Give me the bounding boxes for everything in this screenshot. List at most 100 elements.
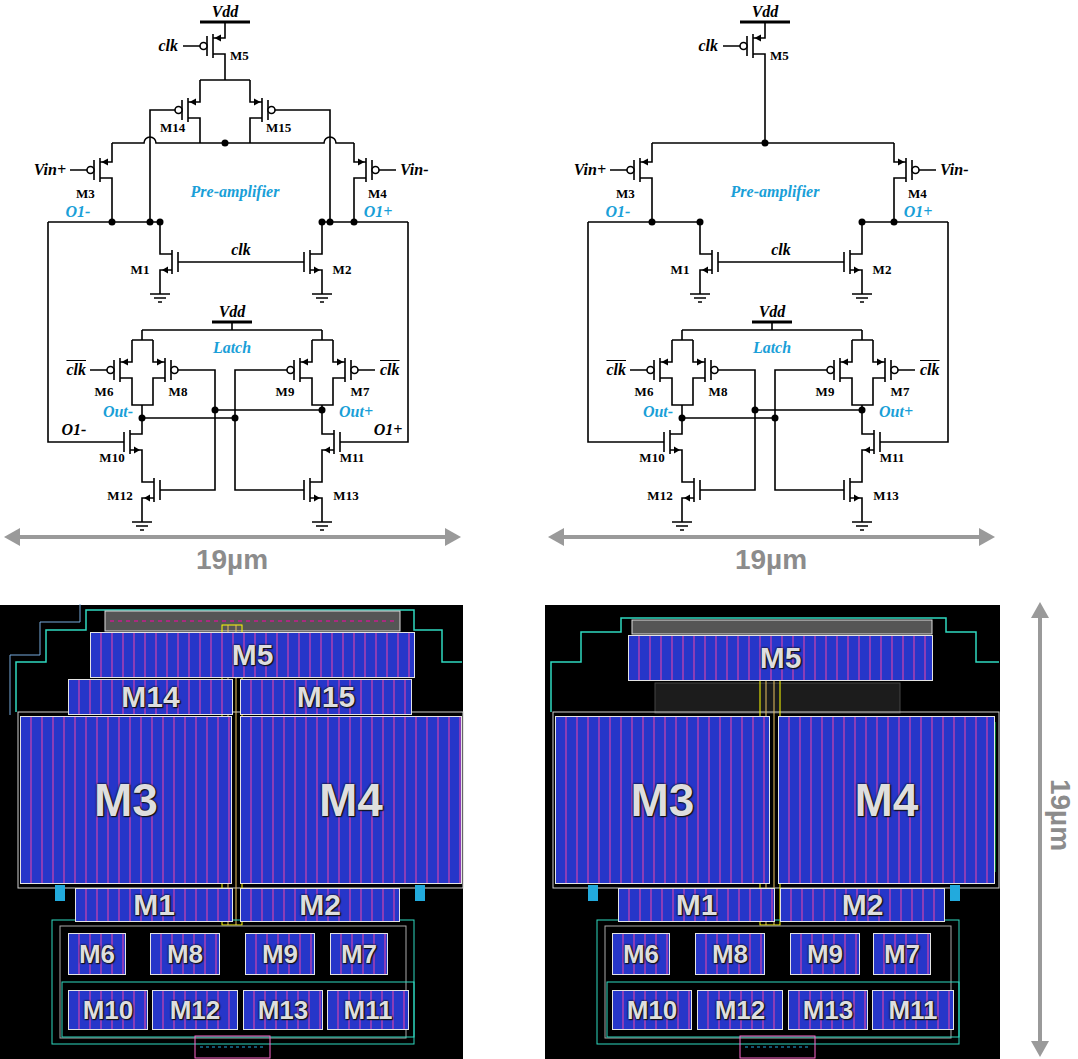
transistor-label: M12 <box>107 488 132 504</box>
node-name: O1- <box>66 203 91 221</box>
layout-block: M7 <box>330 933 388 975</box>
block-label: M3 <box>631 777 695 823</box>
transistor-label: M8 <box>709 384 728 400</box>
block-label: M2 <box>842 890 884 920</box>
block-label: M6 <box>623 941 659 967</box>
transistor-label: M8 <box>169 384 188 400</box>
layout-block: M10 <box>68 990 148 1030</box>
transistor-label: M7 <box>351 384 370 400</box>
dimension-label: 19µm <box>1044 779 1076 851</box>
layout-block: M15 <box>240 679 412 715</box>
layout-block: M1 <box>618 888 775 922</box>
block-label: M8 <box>167 941 203 967</box>
layout-block: M2 <box>240 888 400 922</box>
node-name: O1- <box>62 421 87 439</box>
layout-block: M13 <box>788 990 868 1030</box>
transistor-label: M1 <box>671 262 690 278</box>
layout-block: M9 <box>245 933 315 975</box>
layout-block: M3 <box>555 716 770 884</box>
block-label: M12 <box>170 997 221 1023</box>
transistor-label: M5 <box>770 48 789 64</box>
block-label: M10 <box>627 997 678 1023</box>
block-label: M4 <box>855 777 919 823</box>
layout-block: M3 <box>20 716 232 884</box>
block-label: Pre-amplifier <box>191 183 280 201</box>
node-name: O1+ <box>364 203 393 221</box>
layout-block: M13 <box>243 990 323 1030</box>
signal-name: clk <box>380 361 400 379</box>
block-label: M12 <box>715 997 766 1023</box>
block-label: M11 <box>343 997 392 1023</box>
transistor-label: M10 <box>99 450 124 466</box>
signal-name: clk <box>698 37 718 55</box>
transistor-label: M2 <box>333 262 352 278</box>
block-label: M1 <box>133 890 175 920</box>
schematic-right <box>588 22 948 530</box>
transistor-label: M10 <box>639 450 664 466</box>
transistor-label: M4 <box>908 186 927 202</box>
block-label: M7 <box>884 941 920 967</box>
layout-block: M8 <box>150 933 220 975</box>
layout-block: M11 <box>872 990 954 1030</box>
signal-name: clk <box>771 241 791 259</box>
block-label: Pre-amplifier <box>731 183 820 201</box>
block-label: M7 <box>341 941 377 967</box>
block-label: M1 <box>676 890 718 920</box>
block-label: M9 <box>262 941 298 967</box>
block-label: Latch <box>213 339 251 357</box>
signal-name: clk <box>158 37 178 55</box>
block-label: M14 <box>121 682 179 712</box>
transistor-label: M3 <box>76 186 95 202</box>
transistor-label: M11 <box>340 450 365 466</box>
block-label: M9 <box>807 941 843 967</box>
layout-block: M12 <box>152 990 238 1030</box>
block-label: M4 <box>319 777 383 823</box>
transistor-label: M11 <box>880 450 905 466</box>
layout-block: M7 <box>873 933 931 975</box>
signal-name: clk <box>606 361 626 379</box>
transistor-label: M13 <box>333 488 358 504</box>
layout-block: M14 <box>68 679 233 715</box>
layout-block: M6 <box>68 933 126 975</box>
dimension-label: 19µm <box>196 544 268 576</box>
transistor-label: M3 <box>616 186 635 202</box>
supply-label: Vdd <box>219 303 246 321</box>
layout-block: M5 <box>90 632 415 678</box>
transistor-label: M9 <box>276 384 295 400</box>
signal-name: Vin- <box>940 161 968 179</box>
layout-right <box>545 605 1000 1059</box>
block-label: M6 <box>79 941 115 967</box>
supply-label: Vdd <box>752 3 779 21</box>
signal-name: clk <box>66 361 86 379</box>
transistor-label: M6 <box>635 384 654 400</box>
node-name: Out+ <box>339 403 373 421</box>
layout-block: M4 <box>778 716 995 884</box>
transistor-label: M13 <box>873 488 898 504</box>
transistor-label: M14 <box>160 120 185 136</box>
block-label: M2 <box>299 890 341 920</box>
node-name: Out- <box>103 403 133 421</box>
node-name: O1+ <box>904 203 933 221</box>
layout-block: M2 <box>780 888 945 922</box>
transistor-label: M6 <box>95 384 114 400</box>
transistor-label: M7 <box>891 384 910 400</box>
signal-name: Vin+ <box>34 161 66 179</box>
layout-block: M11 <box>327 990 409 1030</box>
block-label: M3 <box>94 777 158 823</box>
transistor-label: M5 <box>230 48 249 64</box>
dimension-label: 19µm <box>735 544 807 576</box>
node-name: Out+ <box>879 403 913 421</box>
layout-left <box>0 604 463 1059</box>
supply-label: Vdd <box>759 303 786 321</box>
layout-block: M1 <box>75 888 233 922</box>
block-label: M13 <box>803 997 854 1023</box>
transistor-label: M12 <box>647 488 672 504</box>
block-label: M10 <box>83 997 134 1023</box>
signal-name: Vin- <box>400 161 428 179</box>
layout-block: M4 <box>240 716 462 884</box>
transistor-label: M1 <box>131 262 150 278</box>
block-label: M5 <box>232 640 274 670</box>
schematic-left <box>48 22 408 530</box>
transistor-label: M2 <box>873 262 892 278</box>
